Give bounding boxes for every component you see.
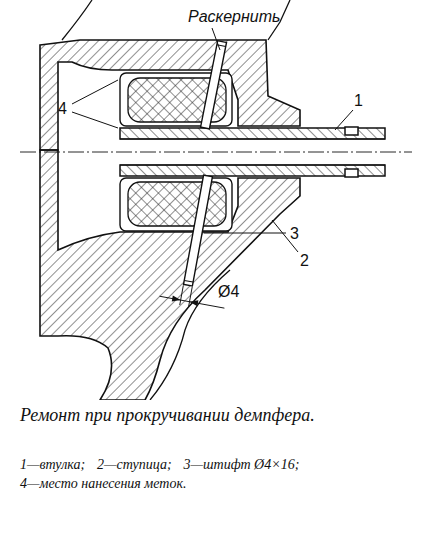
center-line [20,152,412,153]
dimension-label: Ø4 [218,283,239,301]
callout-number: 4 [58,100,67,118]
callout-number: 3 [290,225,299,243]
legend-text: 1—втулка; 2—ступица; 3—штифт Ø4×16; 4—место… [20,456,420,494]
legend-line: 2—ступица; [97,457,171,472]
callout-number: 1 [354,92,363,110]
legend-line: 1—втулка; [20,457,85,472]
legend-line: 4—место нанесения меток. [20,476,186,491]
leader-lines [72,28,353,252]
pin-lower [159,171,248,313]
pin-upper [201,41,227,129]
hub-lower [40,150,300,400]
caption: Ремонт при прокручивании демпфера. [20,404,420,427]
callout-number: 2 [300,252,309,270]
callout-note: Раскернить [188,8,280,26]
damper-drawing [0,0,437,400]
legend-line: 3—штифт Ø4×16; [184,457,300,472]
